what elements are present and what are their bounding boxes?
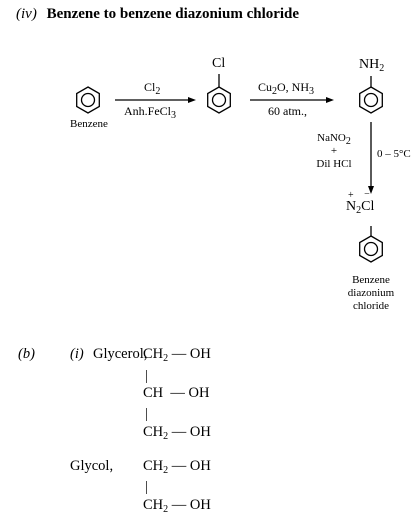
glycerol-name: Glycerol,	[93, 346, 148, 362]
glycol-name: Glycol,	[70, 458, 114, 474]
glycerol-row-1: CH2 — OH	[143, 346, 211, 364]
amino-substituent: NH2	[359, 57, 385, 74]
reaction-arrow-3	[368, 122, 374, 194]
bond-line: |	[145, 368, 148, 384]
product-label: Benzene diazonium chloride	[347, 274, 395, 312]
heading-title: Benzene to benzene diazonium chloride	[46, 6, 300, 22]
step2-reagent-top: Cu2O, NH3	[258, 80, 315, 97]
reaction-arrow-2	[250, 97, 334, 103]
section-heading: (iv) Benzene to benzene diazonium chlori…	[16, 6, 299, 23]
chloro-substituent: Cl	[212, 56, 226, 71]
chlorobenzene-ring	[207, 74, 231, 114]
step2-reagent-bottom: 60 atm.,	[268, 104, 307, 118]
diazonium-ring	[359, 226, 383, 263]
glycol-row-1: CH2 — OH	[143, 458, 211, 476]
bond-line: |	[145, 406, 148, 422]
heading-number: (iv)	[16, 6, 37, 22]
glycerol-row-3: CH2 — OH	[143, 424, 211, 442]
step3-condition: 0 – 5°C	[377, 148, 411, 160]
part-b-sub-label: (i)	[70, 346, 84, 362]
bond-line: |	[145, 479, 148, 495]
reaction-scheme	[76, 74, 383, 263]
benzene-ring	[76, 86, 100, 114]
step1-reagent-bottom: Anh.FeCl3	[124, 104, 177, 121]
diazonium-group: N+2Cl−	[346, 189, 375, 216]
aniline-ring	[359, 76, 383, 114]
part-b-label: (b)	[18, 346, 35, 362]
step3-reagents: NaNO2 + Dil HCl	[316, 132, 352, 170]
reaction-arrow-1	[115, 97, 196, 103]
step1-reagent-top: Cl2	[144, 80, 161, 97]
benzene-label: Benzene	[70, 118, 108, 130]
glycerol-row-2: CH — OH	[143, 385, 210, 401]
glycol-row-2: CH2 — OH	[143, 497, 211, 515]
